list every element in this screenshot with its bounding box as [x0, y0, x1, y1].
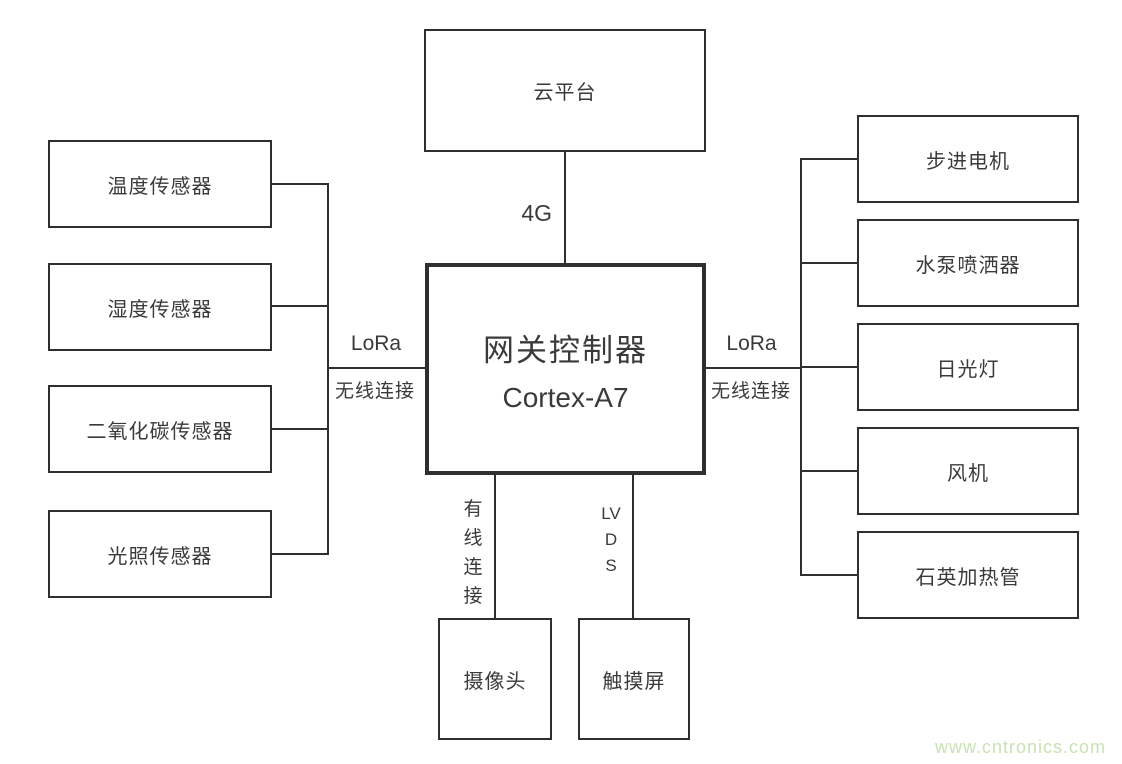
- watermark-text: www.cntronics.com: [934, 737, 1106, 757]
- node-co2-sensor-label: 二氧化碳传感器: [86, 420, 234, 443]
- node-cloud-platform-label: 云平台: [533, 82, 597, 104]
- node-camera: 摄像头: [438, 618, 552, 740]
- node-water-pump-sprayer-label: 水泵喷洒器: [915, 254, 1021, 277]
- node-fluorescent-lamp: 日光灯: [857, 323, 1079, 411]
- connector-fluorescent-lamp: [802, 366, 857, 368]
- node-gateway-controller: 网关控制器 Cortex-A7: [425, 263, 706, 475]
- node-stepper-motor: 步进电机: [857, 115, 1079, 203]
- actuator-bus-line: [800, 158, 802, 576]
- lora-left-line: [329, 367, 425, 369]
- connector-camera: [494, 474, 496, 618]
- node-humidity-sensor: 湿度传感器: [48, 263, 272, 351]
- node-touchscreen: 触摸屏: [578, 618, 690, 740]
- node-quartz-heater-label: 石英加热管: [915, 566, 1021, 589]
- node-temperature-sensor-label: 温度传感器: [107, 175, 213, 198]
- connector-cloud-gateway: [564, 152, 566, 263]
- connector-touchscreen: [632, 474, 634, 618]
- node-water-pump-sprayer: 水泵喷洒器: [857, 219, 1079, 307]
- node-touchscreen-label: 触摸屏: [602, 670, 666, 693]
- connector-temperature-sensor: [272, 183, 327, 185]
- lora-right-line: [705, 367, 800, 369]
- node-humidity-sensor-label: 湿度传感器: [107, 298, 213, 321]
- connector-humidity-sensor: [272, 305, 327, 307]
- node-cloud-platform: 云平台: [424, 29, 706, 152]
- label-wireless-left: 无线连接: [334, 381, 415, 402]
- node-quartz-heater: 石英加热管: [857, 531, 1079, 619]
- node-light-sensor: 光照传感器: [48, 510, 272, 598]
- connector-water-pump: [802, 262, 857, 264]
- label-4g: 4G: [521, 200, 552, 226]
- gateway-title: 网关控制器: [483, 332, 648, 368]
- label-wired-connection: 有线连接: [463, 499, 483, 607]
- node-camera-label: 摄像头: [463, 670, 527, 693]
- node-fan-label: 风机: [947, 462, 989, 485]
- label-lora-left: LoRa: [350, 332, 402, 355]
- label-lvds: LVDS: [601, 504, 621, 575]
- connector-light-sensor: [272, 553, 327, 555]
- node-fluorescent-lamp-label: 日光灯: [936, 358, 1000, 381]
- connector-stepper-motor: [802, 158, 857, 160]
- node-stepper-motor-label: 步进电机: [926, 150, 1010, 173]
- node-co2-sensor: 二氧化碳传感器: [48, 385, 272, 473]
- label-wireless-right: 无线连接: [710, 381, 791, 402]
- node-fan: 风机: [857, 427, 1079, 515]
- connector-co2-sensor: [272, 428, 327, 430]
- sensor-bus-line: [327, 183, 329, 555]
- connector-quartz-heater: [802, 574, 857, 576]
- gateway-subtitle: Cortex-A7: [502, 381, 629, 413]
- node-light-sensor-label: 光照传感器: [107, 545, 213, 568]
- node-temperature-sensor: 温度传感器: [48, 140, 272, 228]
- label-lora-right: LoRa: [726, 332, 777, 355]
- connector-fan: [802, 470, 857, 472]
